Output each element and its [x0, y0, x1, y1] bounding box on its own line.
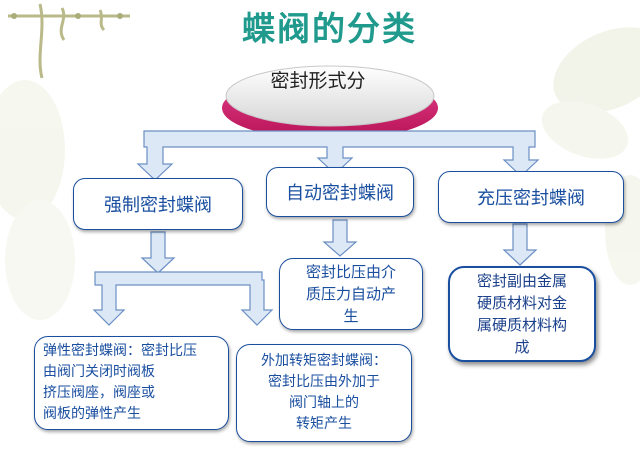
desc-line: 由阀门关闭时阀板: [43, 364, 155, 380]
desc-line: 生: [343, 307, 359, 325]
desc-torque-seal: 外加转矩密封蝶阀： 密封比压由外加于 阀门轴上的 转矩产生: [236, 344, 412, 442]
desc-line: 属硬质材料构: [476, 316, 567, 334]
desc-line: 硬质材料对金: [476, 294, 567, 312]
desc-line: 外加转矩密封蝶阀：: [261, 353, 387, 369]
desc-elastic-seal: 弹性密封蝶阀：密封比压 由阀门关闭时阀板 挤压阀座，阀座或 阀板的弹性产生: [34, 336, 229, 430]
category-forced-seal: 强制密封蝶阀: [73, 178, 243, 230]
desc-line: 转矩产生: [296, 416, 352, 432]
arrow-pressurized-down: [502, 223, 538, 266]
root-disc: [222, 65, 438, 140]
category-auto-seal: 自动密封蝶阀: [266, 167, 414, 217]
vine-icon: [8, 3, 130, 79]
arrow-auto-down: [322, 219, 358, 257]
desc-line: 成: [514, 338, 530, 356]
arrow-forced-down: [140, 231, 176, 274]
desc-line: 阀门轴上的: [289, 395, 359, 411]
desc-line: 挤压阀座，阀座或: [43, 385, 155, 401]
forced-sub-connector: [92, 271, 274, 326]
desc-line: 弹性密封蝶阀：密封比压: [43, 343, 197, 359]
desc-line: 阀板的弹性产生: [43, 406, 141, 422]
page-title: 蝶阀的分类: [242, 9, 417, 48]
desc-auto-seal: 密封比压由介 质压力自动产 生: [279, 258, 423, 330]
desc-line: 密封比压由介: [305, 263, 396, 281]
desc-line: 质压力自动产: [305, 285, 396, 303]
desc-line: 密封副由金属: [476, 272, 567, 290]
root-node-label: 密封形式分: [270, 70, 366, 92]
branch-connector: [136, 130, 540, 181]
category-pressurized-seal: 充压密封蝶阀: [438, 171, 624, 223]
desc-pressurized-seal: 密封副由金属 硬质材料对金 属硬质材料构 成: [448, 266, 596, 362]
desc-line: 密封比压由外加于: [268, 374, 380, 390]
